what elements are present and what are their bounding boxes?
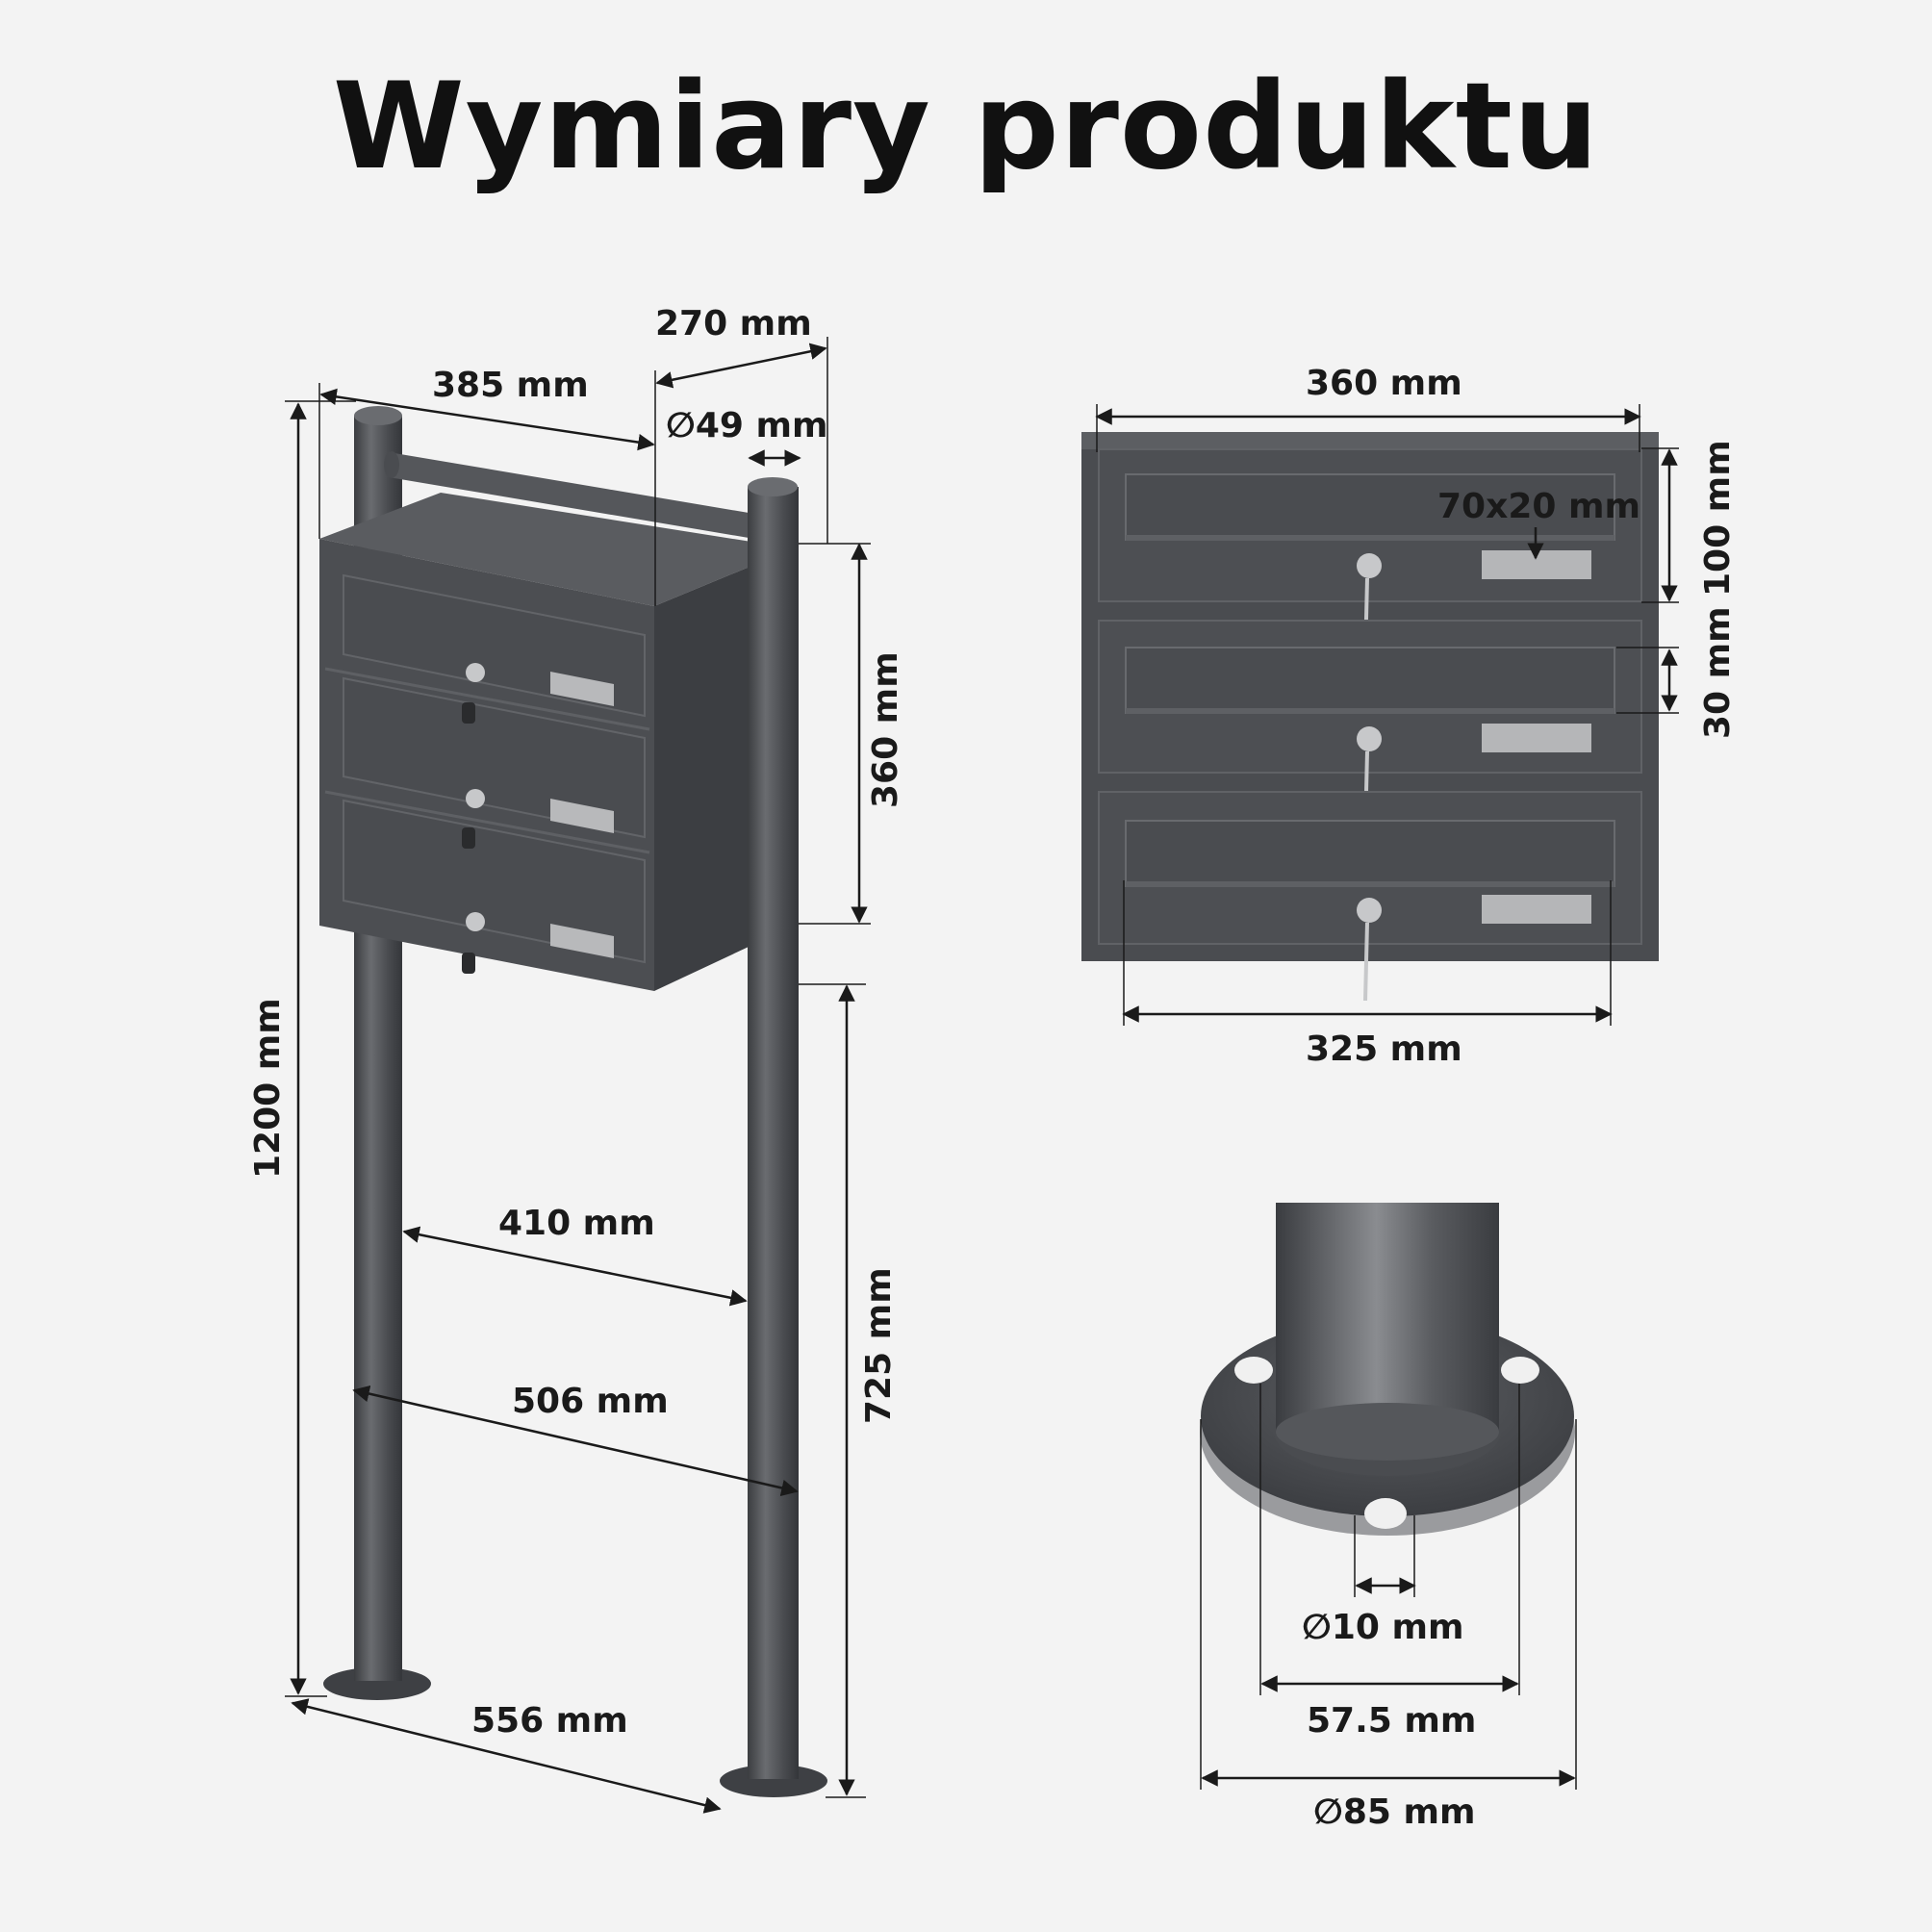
name-plate <box>550 924 614 958</box>
label-556: 556 mm <box>471 1701 628 1741</box>
mail-slot-flap <box>1125 820 1615 887</box>
key-icon <box>462 702 475 724</box>
lock-icon <box>1357 553 1382 578</box>
label-410: 410 mm <box>498 1204 655 1243</box>
label-30: 30 mm <box>1698 606 1738 739</box>
right-foot <box>720 1765 827 1797</box>
mailbox-3d-view <box>319 406 827 1797</box>
name-plate <box>1482 724 1591 752</box>
dimension-lines-front <box>1095 404 1679 1026</box>
key-icon <box>462 953 475 974</box>
label-360-height: 360 mm <box>866 651 905 808</box>
left-foot <box>323 1667 431 1700</box>
base-plate-view <box>1200 1203 1575 1536</box>
label-360-width: 360 mm <box>1306 364 1462 403</box>
mount-hole <box>1234 1357 1273 1384</box>
mount-hole <box>1364 1498 1407 1529</box>
label-1200: 1200 mm <box>248 998 288 1179</box>
label-325: 325 mm <box>1306 1030 1462 1069</box>
mount-hole <box>1501 1357 1539 1384</box>
name-plate <box>550 672 614 706</box>
box-top <box>319 493 794 606</box>
base-post <box>1276 1203 1499 1432</box>
dimension-lines-base <box>1200 1384 1577 1790</box>
key-icon <box>462 827 475 849</box>
label-base-85: ∅85 mm <box>1313 1792 1476 1832</box>
label-100: 100 mm <box>1698 440 1738 597</box>
label-270: 270 mm <box>655 304 812 343</box>
label-725: 725 mm <box>859 1267 899 1424</box>
label-70x20: 70x20 mm <box>1437 487 1640 526</box>
dimension-lines-3d <box>285 337 871 1814</box>
top-rail <box>389 452 760 540</box>
mailbox-front-view <box>1081 432 1659 1002</box>
lock-icon <box>1357 726 1382 751</box>
compartments-3d <box>324 573 650 974</box>
label-57-5: 57.5 mm <box>1307 1701 1476 1741</box>
lock-icon <box>1357 898 1382 923</box>
lock-icon <box>466 912 485 931</box>
label-hole-10: ∅10 mm <box>1302 1608 1464 1647</box>
mail-slot-flap <box>1125 473 1615 541</box>
right-post <box>748 487 799 1779</box>
name-plate <box>550 799 614 833</box>
label-506: 506 mm <box>512 1382 669 1421</box>
label-385: 385 mm <box>432 366 589 405</box>
mail-slot-flap <box>1125 647 1615 714</box>
label-post-diameter: ∅49 mm <box>666 406 828 445</box>
name-plate <box>1482 895 1591 924</box>
page-title: Wymiary produktu <box>332 58 1600 196</box>
lock-icon <box>466 789 485 808</box>
lock-icon <box>466 663 485 682</box>
